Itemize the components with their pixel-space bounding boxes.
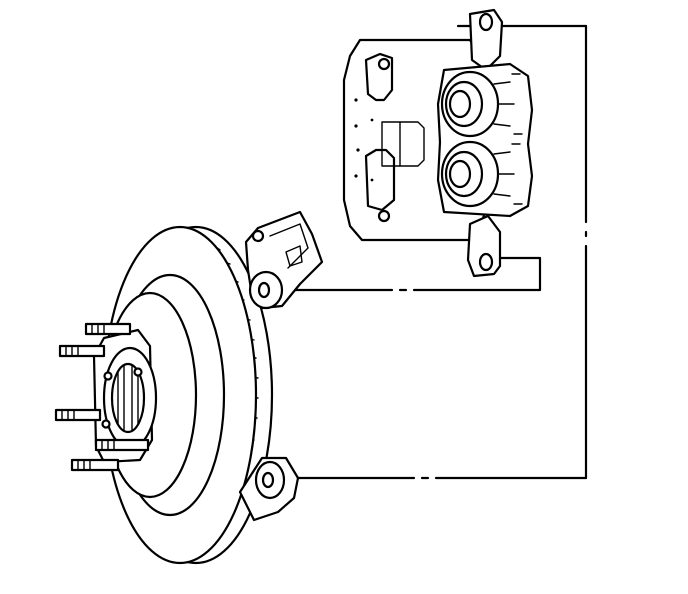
- wheel-stud: [84, 322, 132, 336]
- hub-hole-2: [133, 367, 143, 377]
- wheel-stud: [54, 408, 102, 422]
- caliper-bolt-upper: [377, 57, 391, 71]
- hub-bore: [110, 362, 146, 434]
- caliper-upper-ear-hole: [478, 12, 494, 32]
- knuckle-upper-hole: [251, 229, 265, 243]
- leader-lines: [288, 24, 588, 480]
- caliper-piston-upper: [440, 70, 523, 138]
- caliper-lower-ear-hole: [478, 252, 494, 272]
- wheel-hub: [92, 328, 158, 464]
- leader-middle-horizontal: [288, 256, 542, 292]
- caliper-center-slot: [381, 121, 425, 167]
- wheel-stud: [94, 438, 150, 452]
- knuckle-lower-bore: [261, 471, 275, 489]
- wheel-studs: [54, 322, 150, 472]
- wheel-stud: [58, 344, 106, 358]
- caliper-casting-dots: [354, 98, 374, 182]
- knuckle-upper-bore: [257, 281, 271, 299]
- caliper-fingers: [364, 52, 396, 212]
- knuckle-upper-detail: [269, 223, 309, 269]
- brake-caliper: [342, 8, 534, 278]
- caliper-bolt-lower: [377, 209, 391, 223]
- hub-splines: [117, 365, 139, 431]
- knuckle-window: [285, 245, 303, 267]
- wheel-stud: [70, 458, 120, 472]
- hub-hole-3: [101, 419, 111, 429]
- steering-knuckle: [238, 210, 324, 522]
- caliper-piston-lower: [440, 140, 523, 208]
- caliper-upper-ear: [468, 8, 504, 72]
- hub-hole-1: [103, 371, 113, 381]
